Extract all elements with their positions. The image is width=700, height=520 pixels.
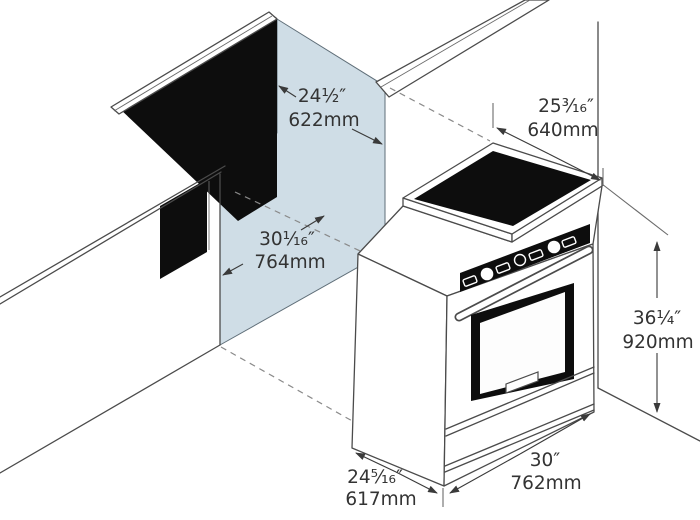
oven-handle	[454, 245, 594, 322]
range-side-panel	[351, 253, 448, 487]
cutout-depth-metric: 622mm	[288, 110, 359, 131]
top-depth-metric: 640mm	[527, 120, 598, 141]
center-dial	[513, 253, 527, 267]
cutout-width-metric: 764mm	[254, 252, 325, 273]
drawer-pull	[505, 371, 539, 394]
width-metric: 762mm	[510, 473, 581, 494]
dimension-top-depth: 25³⁄₁₆″ 640mm	[492, 96, 604, 186]
oven-door-window	[480, 292, 565, 394]
control-panel-buttons	[462, 236, 577, 287]
width-imperial: 30″	[530, 450, 561, 471]
wall-floor-line	[597, 387, 700, 442]
base-depth-imperial: 24⁵⁄₁₆″	[347, 467, 403, 488]
height-metric: 920mm	[622, 332, 693, 353]
dimension-cutout-width: 30¹⁄₁₆″ 764mm	[222, 215, 326, 276]
cabinet-cavity	[160, 179, 207, 279]
guide-top	[389, 87, 491, 142]
cooktop-surface	[414, 151, 591, 226]
right-wall	[375, 0, 700, 442]
guide-mid	[234, 191, 446, 292]
burner-knob	[547, 240, 561, 254]
cutout-opening	[119, 14, 277, 221]
drawer-seams	[444, 366, 595, 473]
base-depth-metric: 617mm	[345, 489, 416, 510]
burner-knob	[480, 267, 494, 281]
panel-button	[528, 249, 544, 261]
dimension-width: 30″ 762mm	[442, 413, 591, 507]
top-depth-imperial: 25³⁄₁₆″	[538, 96, 594, 117]
cutout-depth-imperial: 24¹⁄₂″	[298, 86, 346, 107]
dimension-height: 36¹⁄₄″ 920mm	[601, 183, 694, 413]
counter-front-edge	[0, 165, 226, 298]
panel-button	[561, 236, 577, 248]
height-imperial: 36¹⁄₄″	[633, 308, 681, 329]
range	[351, 142, 603, 487]
dimension-base-depth: 24⁵⁄₁₆″ 617mm	[345, 452, 438, 510]
cabinet-floor-line	[0, 344, 221, 474]
wall-counter-strip	[375, 0, 550, 98]
panel-button	[462, 275, 478, 287]
cutout-width-imperial: 30¹⁄₁₆″	[259, 229, 315, 250]
counter-cutout	[0, 11, 386, 474]
dimension-cutout-depth: 24¹⁄₂″ 622mm	[278, 85, 383, 145]
panel-button	[495, 262, 511, 274]
